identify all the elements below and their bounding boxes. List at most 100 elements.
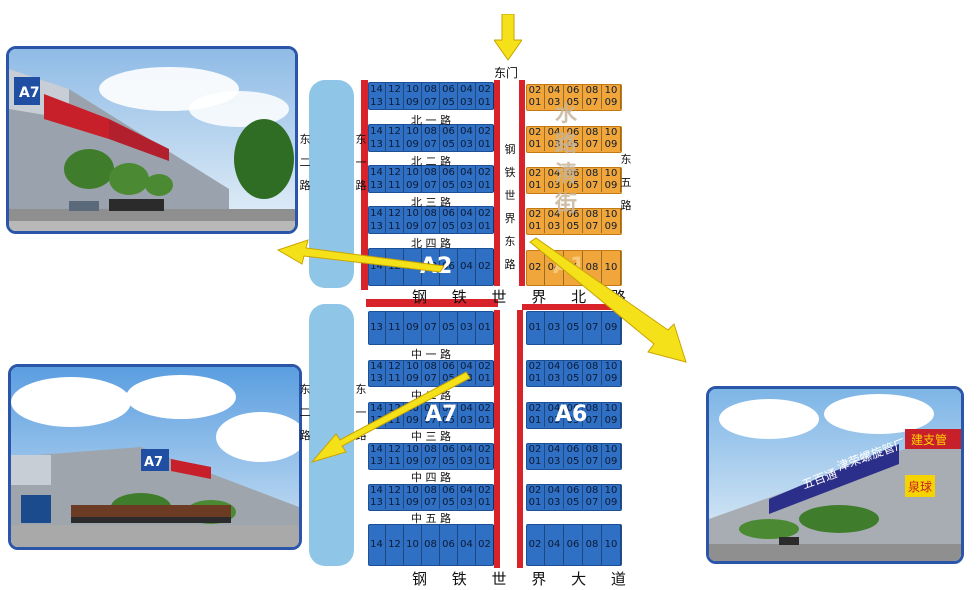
lot-number[interactable]: 01 (526, 180, 545, 192)
lot-number[interactable]: 04 (545, 444, 564, 456)
lot-number[interactable]: 11 (386, 312, 404, 344)
lot-number[interactable]: 01 (476, 373, 494, 385)
lot-number[interactable]: 04 (458, 83, 476, 96)
lot-number[interactable]: 05 (564, 139, 583, 151)
lot-number[interactable]: 05 (440, 179, 458, 192)
lot-number[interactable]: 07 (583, 139, 602, 151)
lot-number[interactable]: 06 (440, 125, 458, 138)
lot-number[interactable]: 07 (583, 221, 602, 233)
lot-number[interactable]: 03 (545, 221, 564, 233)
lot-number[interactable]: 10 (602, 85, 621, 97)
lot-number[interactable]: 08 (422, 485, 440, 497)
lot-number[interactable]: 06 (564, 403, 583, 415)
lot-number[interactable]: 04 (458, 403, 476, 415)
lot-number[interactable]: 11 (386, 456, 404, 468)
lot-number[interactable]: 06 (564, 444, 583, 456)
lot-number[interactable]: 04 (458, 444, 476, 456)
lot-number[interactable]: 04 (458, 166, 476, 179)
lot-number[interactable]: 08 (583, 361, 602, 373)
lot-number[interactable]: 01 (526, 415, 545, 427)
lot-number[interactable]: 05 (440, 415, 458, 427)
lot-number[interactable]: 10 (602, 127, 621, 139)
lot-number[interactable]: 03 (545, 415, 564, 427)
lot-number[interactable]: 09 (602, 312, 621, 344)
lot-number[interactable]: 02 (526, 485, 545, 497)
lot-number[interactable]: 02 (526, 525, 545, 565)
lot-number[interactable]: 09 (602, 456, 621, 468)
lot-number[interactable]: 05 (440, 456, 458, 468)
a1-block-3[interactable] (526, 167, 622, 194)
lot-number[interactable]: 01 (526, 373, 545, 385)
lot-number[interactable]: 01 (476, 96, 494, 109)
lot-number[interactable]: 06 (440, 361, 458, 373)
lot-number[interactable]: 14 (368, 207, 386, 220)
lot-number[interactable]: 02 (526, 403, 545, 415)
a6-block-1[interactable] (526, 360, 622, 387)
lot-number[interactable]: 14 (368, 125, 386, 138)
lot-number[interactable]: 08 (583, 209, 602, 221)
a6-block-big[interactable] (526, 524, 622, 566)
lot-number[interactable]: 10 (404, 361, 422, 373)
lot-number[interactable]: 03 (545, 373, 564, 385)
lot-number[interactable]: 05 (564, 415, 583, 427)
lot-number[interactable]: 12 (386, 166, 404, 179)
lot-number[interactable]: 11 (386, 497, 404, 509)
lot-number[interactable]: 05 (564, 373, 583, 385)
a6-block-3[interactable] (526, 443, 622, 470)
lot-number[interactable]: 01 (476, 312, 494, 344)
lot-number[interactable]: 04 (545, 85, 564, 97)
lot-number[interactable]: 08 (422, 207, 440, 220)
lot-number[interactable]: 04 (458, 207, 476, 220)
lot-number[interactable]: 10 (602, 485, 621, 497)
lot-number[interactable]: 10 (602, 251, 621, 285)
lot-number[interactable]: 02 (476, 525, 494, 565)
lot-number[interactable]: 10 (404, 485, 422, 497)
lot-number[interactable]: 05 (564, 180, 583, 192)
lot-number[interactable]: 09 (602, 415, 621, 427)
lot-number[interactable]: 10 (602, 168, 621, 180)
lot-number[interactable]: 07 (422, 179, 440, 192)
lot-number[interactable]: 02 (526, 209, 545, 221)
lot-number[interactable]: 06 (564, 127, 583, 139)
lot-number[interactable]: 05 (440, 497, 458, 509)
lot-number[interactable]: 04 (545, 525, 564, 565)
lot-number[interactable]: 04 (545, 485, 564, 497)
lot-number[interactable]: 06 (440, 403, 458, 415)
lot-number[interactable]: 09 (602, 180, 621, 192)
lot-number[interactable]: 04 (458, 361, 476, 373)
lot-number[interactable]: 04 (545, 127, 564, 139)
lot-number[interactable]: 13 (368, 220, 386, 233)
lot-number[interactable]: 08 (583, 251, 602, 285)
lot-number[interactable]: 03 (545, 97, 564, 109)
lot-number[interactable]: 01 (526, 139, 545, 151)
lot-number[interactable]: 07 (583, 97, 602, 109)
lot-number[interactable]: 10 (602, 209, 621, 221)
lot-number[interactable]: 05 (564, 456, 583, 468)
lot-number[interactable]: 07 (422, 138, 440, 151)
lot-number[interactable]: 11 (386, 220, 404, 233)
lot-number[interactable]: 06 (564, 168, 583, 180)
a2-block-2[interactable] (368, 124, 494, 152)
lot-number[interactable]: 07 (422, 456, 440, 468)
a7-block-4[interactable] (368, 484, 494, 511)
lot-number[interactable]: 06 (564, 85, 583, 97)
lot-number[interactable]: 01 (476, 179, 494, 192)
lot-number[interactable]: 06 (440, 485, 458, 497)
lot-number[interactable]: 11 (386, 373, 404, 385)
a6-block-2[interactable] (526, 402, 622, 429)
lot-number[interactable]: 06 (564, 361, 583, 373)
lot-number[interactable]: 02 (526, 251, 545, 285)
lot-number[interactable]: 02 (526, 361, 545, 373)
lot-number[interactable]: 08 (422, 361, 440, 373)
a6-block-top[interactable] (526, 311, 622, 345)
lot-number[interactable]: 08 (583, 168, 602, 180)
lot-number[interactable]: 09 (602, 97, 621, 109)
lot-number[interactable]: 02 (476, 249, 494, 285)
lot-number[interactable]: 07 (583, 180, 602, 192)
lot-number[interactable]: 04 (458, 249, 476, 285)
lot-number[interactable]: 05 (440, 220, 458, 233)
lot-number[interactable]: 06 (440, 166, 458, 179)
lot-number[interactable]: 09 (602, 497, 621, 509)
lot-number[interactable]: 09 (404, 497, 422, 509)
lot-number[interactable]: 09 (404, 415, 422, 427)
